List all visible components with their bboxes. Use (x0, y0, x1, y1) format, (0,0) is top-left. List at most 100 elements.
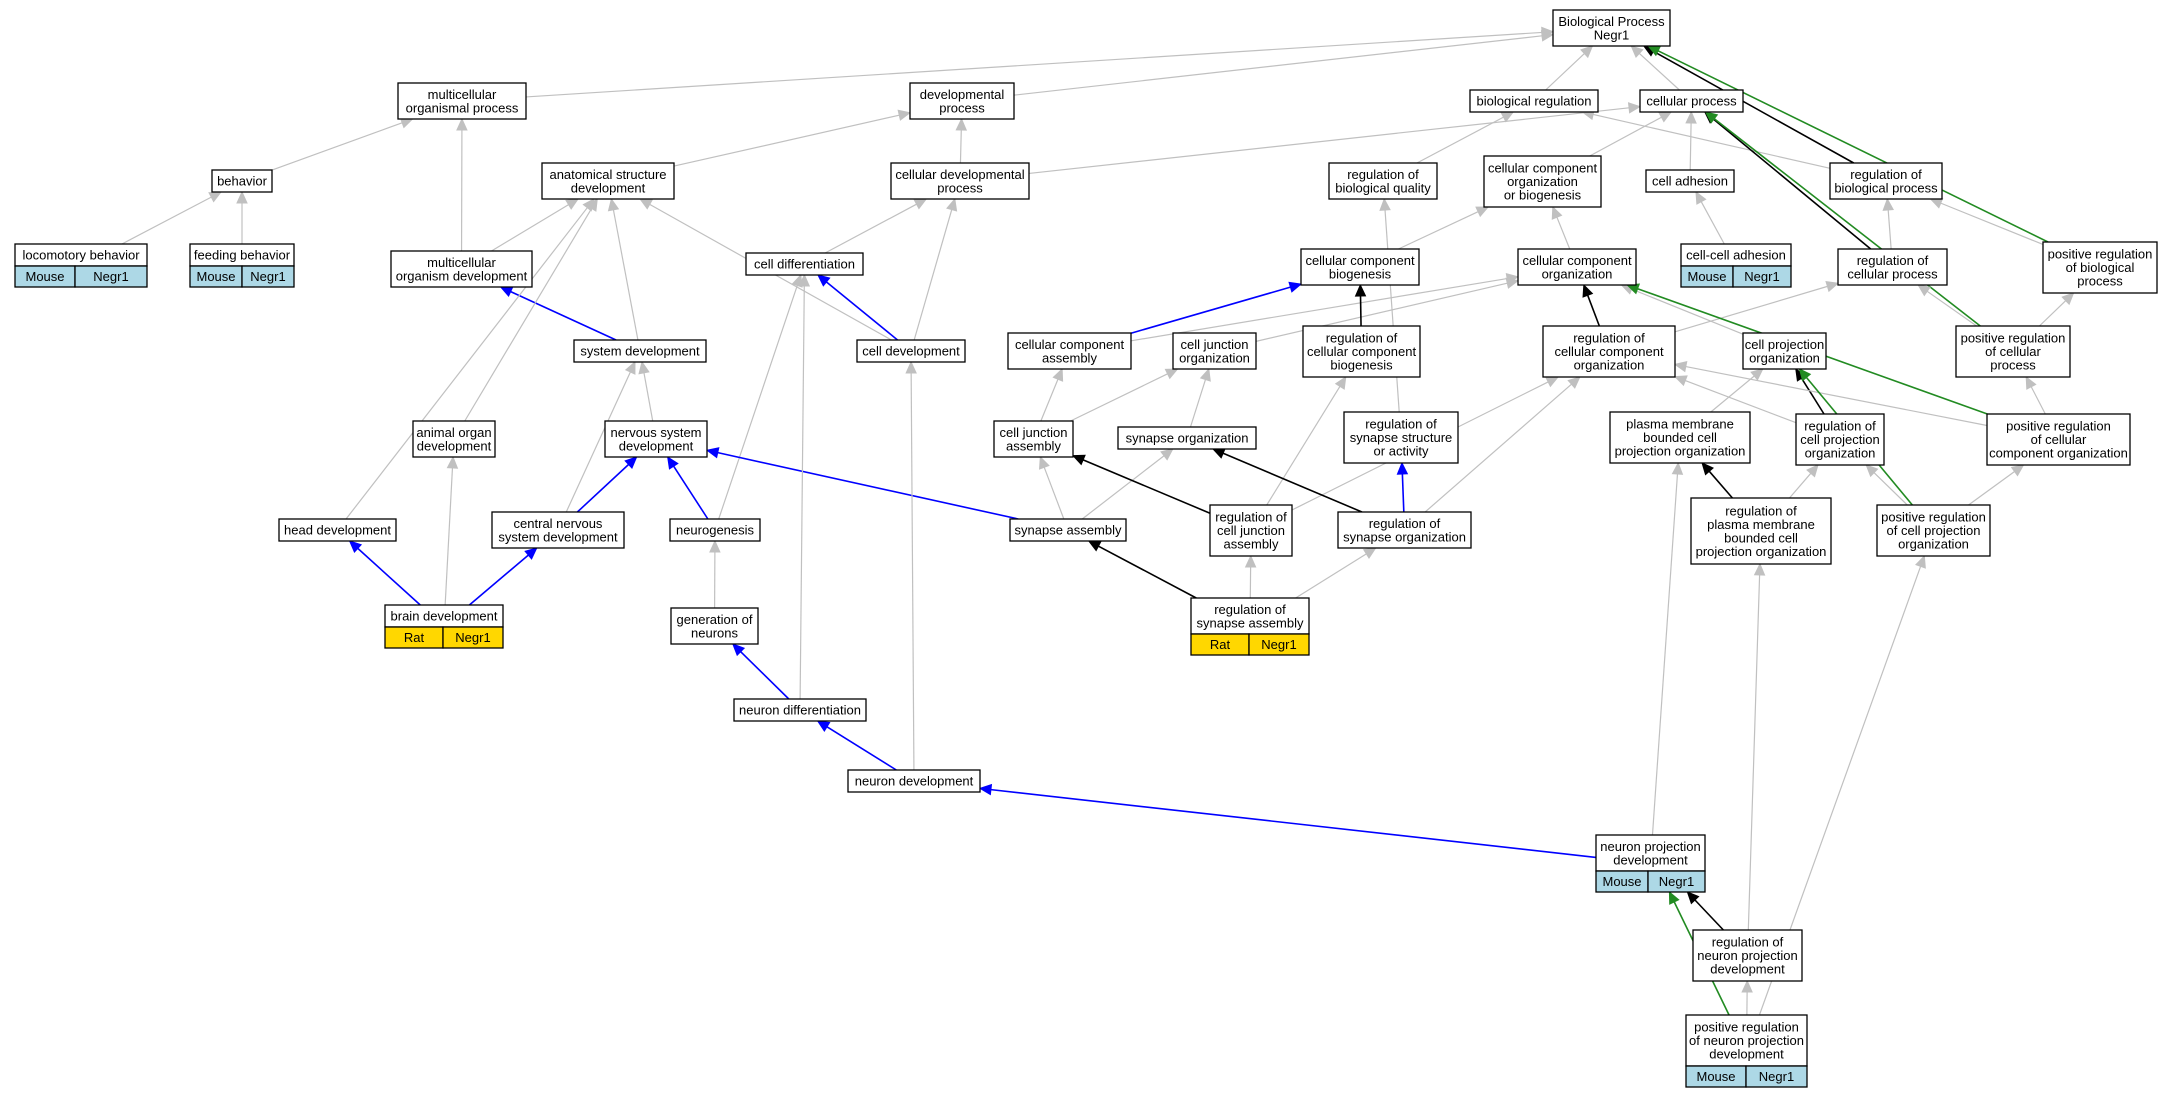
edge-nsd-sd (638, 360, 654, 422)
go-term-label: plasma membrane (1707, 517, 1815, 532)
go-term-label: regulation of (1347, 167, 1419, 182)
go-term-cdev[interactable]: cell development (856, 339, 966, 363)
go-term-ng[interactable]: neurogenesis (669, 518, 761, 542)
go-term-box (1328, 162, 1438, 200)
go-term-box (2042, 241, 2158, 294)
go-term-hd[interactable]: head development (278, 518, 397, 542)
go-term-cdiff[interactable]: cell differentiation (745, 252, 864, 276)
go-term-label: cell development (862, 344, 960, 359)
go-term-label: development (571, 180, 646, 195)
edge-rssa-rbq (1379, 197, 1400, 413)
go-term-label: regulation of (1712, 935, 1784, 950)
go-term-beh[interactable]: behavior (211, 169, 273, 193)
edge-npd-pmbcpo (1651, 461, 1684, 836)
go-term-box (670, 607, 759, 645)
go-term-sd[interactable]: system development (573, 339, 707, 363)
go-term-ca[interactable]: cell adhesion (1645, 169, 1735, 193)
go-term-br[interactable]: biological regulation (1469, 89, 1599, 113)
edge-sa-cja (1038, 455, 1065, 520)
edge-ccassy-ccb (1130, 281, 1303, 334)
edge-beh-mop (271, 117, 414, 171)
go-term-label: cellular process (1646, 94, 1737, 109)
go-term-box (669, 518, 761, 542)
go-term-label: of cellular (1985, 344, 2041, 359)
go-term-so[interactable]: synapse organization (1117, 426, 1257, 450)
go-term-label: cellular component (1522, 253, 1632, 268)
go-term-label: biogenesis (1330, 358, 1393, 373)
edge-rsa-rso (1295, 547, 1377, 599)
edge-so-cjo (1189, 367, 1211, 428)
go-term-label: cellular component (1015, 337, 1125, 352)
go-term-label: projection organization (1615, 444, 1746, 459)
edge-mod-mop (456, 117, 468, 252)
edge-cdp-dp (955, 117, 968, 164)
go-term-label: positive regulation (1694, 1020, 1799, 1035)
edge-ng-cdiff (718, 273, 803, 520)
go-term-label: or activity (1374, 444, 1429, 459)
go-term-label: brain development (391, 609, 498, 624)
edge-rnpd-rpmbcpo (1747, 562, 1766, 931)
go-term-label: cellular component (1305, 253, 1415, 268)
go-term-label: of neuron projection (1689, 1033, 1804, 1048)
edge-rsa-rcja (1244, 554, 1257, 599)
go-term-label: regulation of (1215, 510, 1287, 525)
go-term-label: organization (1898, 537, 1969, 552)
go-term-cp[interactable]: cellular process (1639, 89, 1744, 113)
edge-ndev-cdev (905, 360, 917, 771)
go-term-ndev[interactable]: neuron development (847, 769, 981, 793)
go-term-label: organization (1749, 350, 1820, 365)
go-term-label: cell projection (1745, 337, 1825, 352)
go-term-sa[interactable]: synapse assembly (1009, 518, 1127, 542)
go-term-label: bounded cell (1643, 430, 1717, 445)
go-term-nd[interactable]: neuron differentiation (733, 698, 867, 722)
go-term-label: synapse assembly (1015, 523, 1122, 538)
go-term-label: neuron differentiation (739, 703, 861, 718)
annotation-gene-cell (1248, 633, 1310, 656)
edge-prcpo-prcco (1968, 464, 2025, 506)
go-term-label: of biological (2066, 260, 2135, 275)
edge-ca-cp (1685, 110, 1697, 171)
annotation-species: Mouse (1687, 269, 1726, 284)
go-term-box (1742, 332, 1827, 370)
